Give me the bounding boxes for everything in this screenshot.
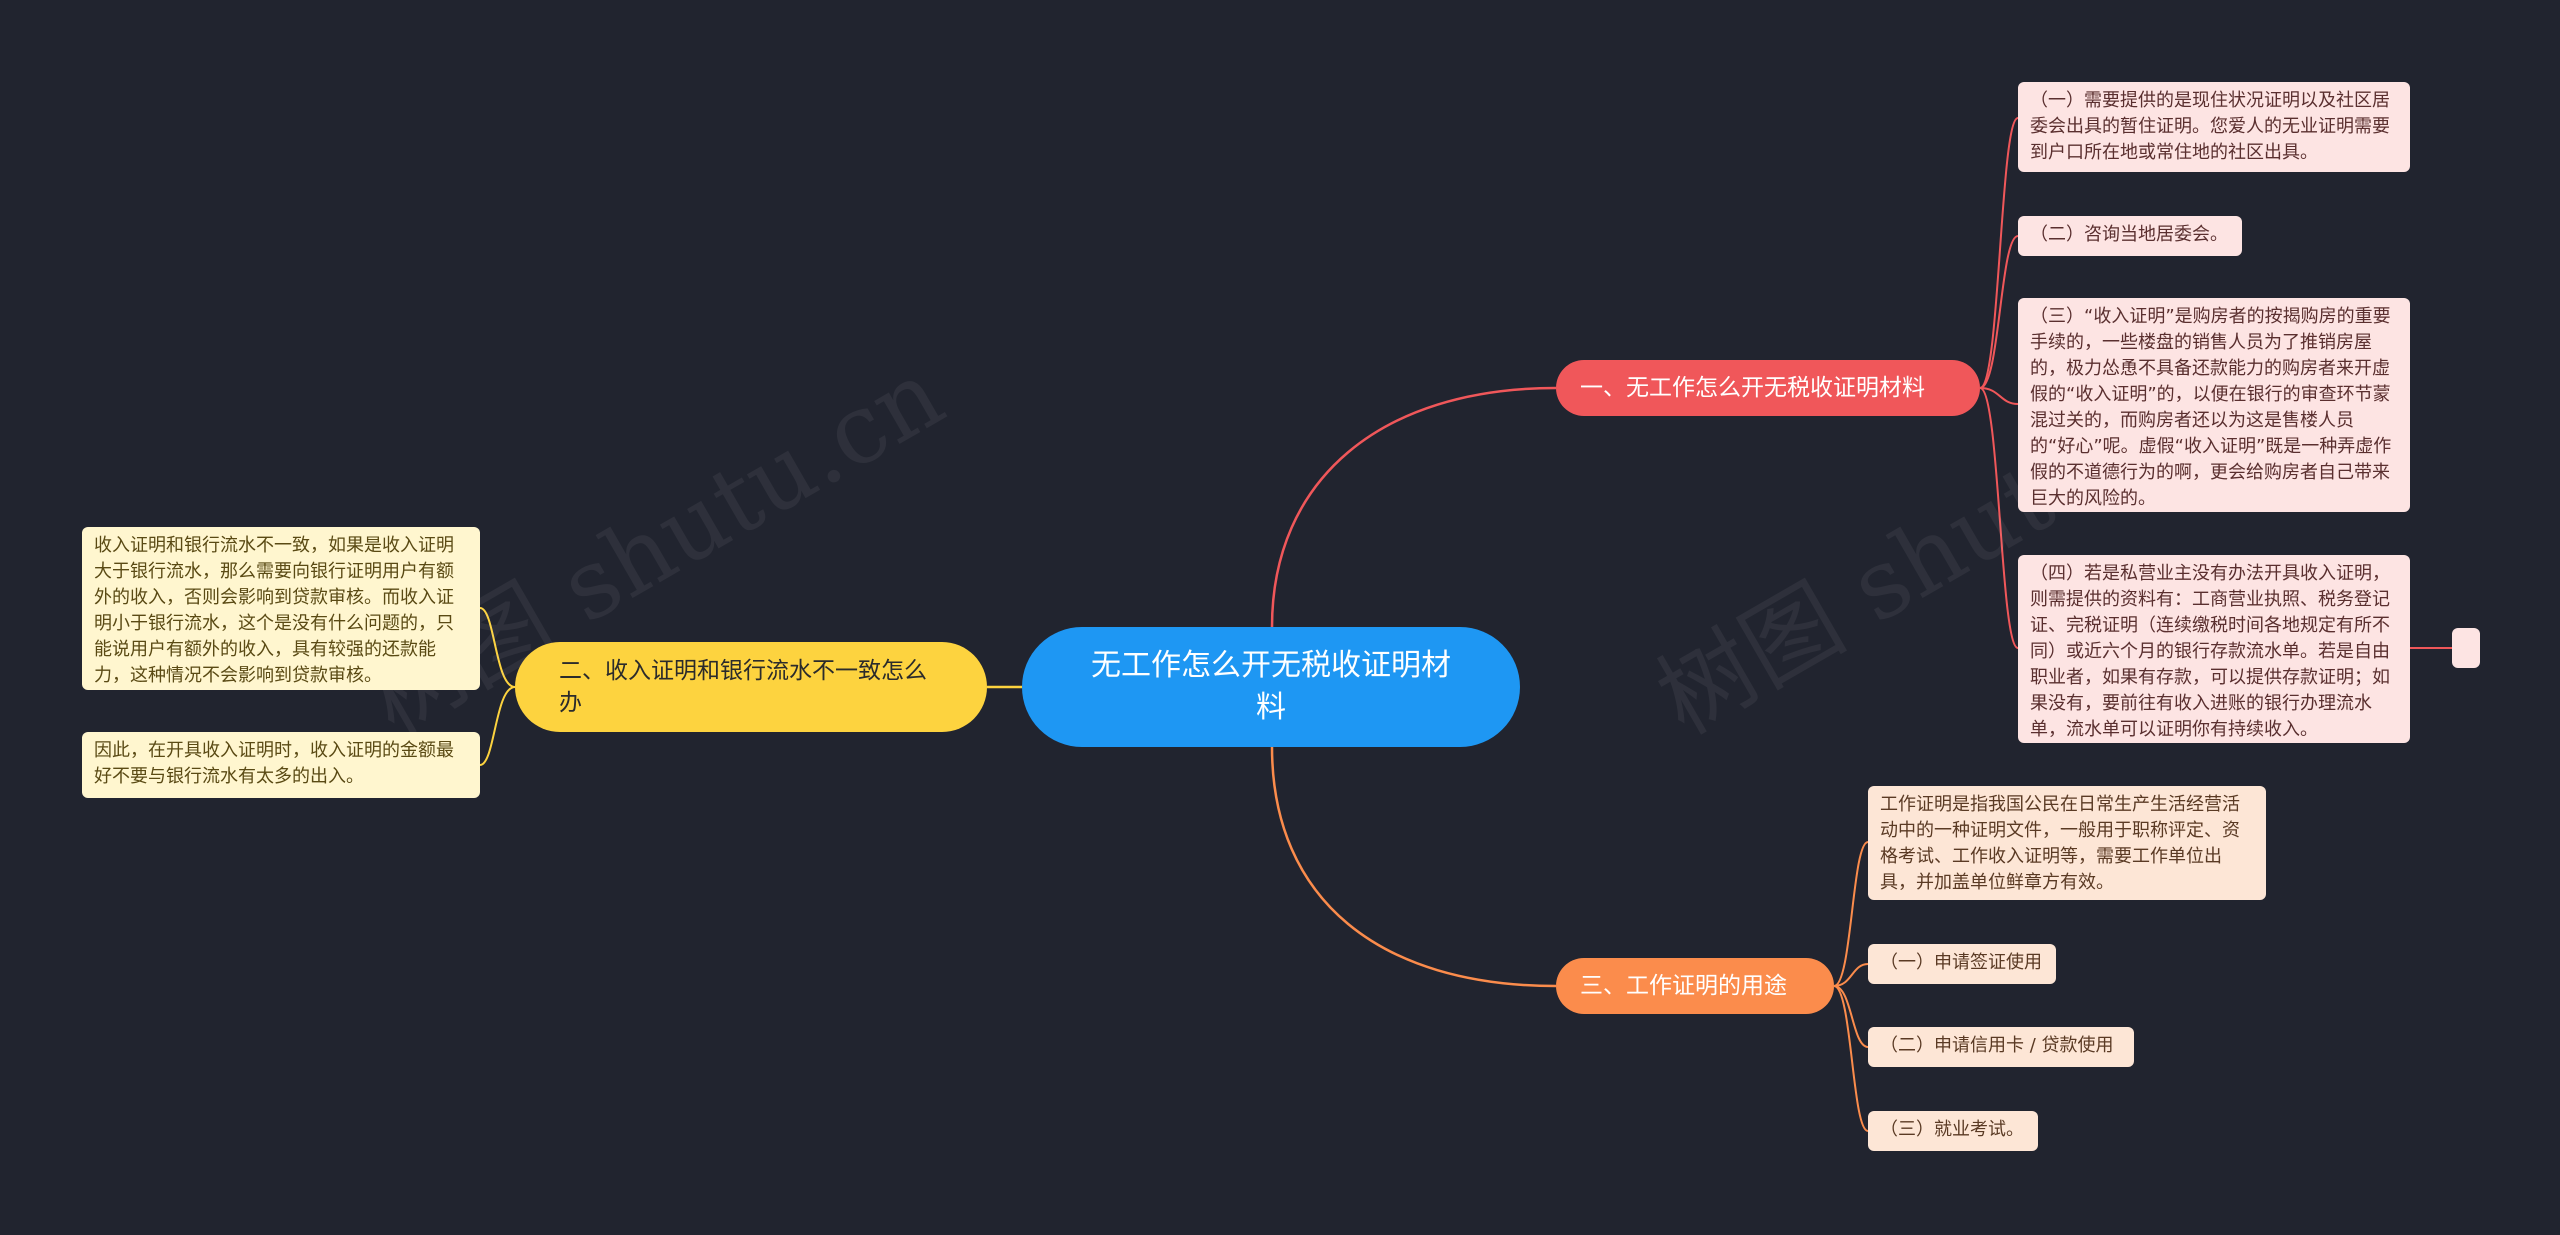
leaf-topic-b1-2[interactable]: （二）咨询当地居委会。 — [2018, 216, 2242, 256]
leaf-topic-text: （四）若是私营业主没有办法开具收入证明，则需提供的资料有：工商营业执照、税务登记… — [2030, 563, 2390, 740]
leaf-topic-text: （一）需要提供的是现住状况证明以及社区居委会出具的暂住证明。您爱人的无业证明需要… — [2030, 90, 2390, 163]
link-b2-leaf1 — [479, 607, 516, 688]
branch-topic-1[interactable]: 一、无工作怎么开无税收证明材料 — [1556, 360, 1980, 416]
link-b1-leaf3 — [1979, 387, 2019, 405]
leaf-topic-b2-1[interactable]: 收入证明和银行流水不一致，如果是收入证明大于银行流水，那么需要向银行证明用户有额… — [82, 527, 480, 690]
leaf-topic-text: （二）咨询当地居委会。 — [2030, 224, 2228, 245]
leaf-topic-text: 收入证明和银行流水不一致，如果是收入证明大于银行流水，那么需要向银行证明用户有额… — [94, 535, 454, 686]
leaf-topic-b1-3[interactable]: （三）“收入证明”是购房者的按揭购房的重要手续的，一些楼盘的销售人员为了推销房屋… — [2018, 298, 2410, 512]
link-center-b3 — [1270, 746, 1557, 988]
leaf-topic-text: （一）申请签证使用 — [1880, 952, 2042, 973]
leaf-topic-b3-1[interactable]: 工作证明是指我国公民在日常生产生活经营活动中的一种证明文件，一般用于职称评定、资… — [1868, 786, 2266, 900]
leaf-topic-b1-4[interactable]: （四）若是私营业主没有办法开具收入证明，则需提供的资料有：工商营业执照、税务登记… — [2018, 555, 2410, 743]
link-b3-leaf1 — [1833, 841, 1869, 987]
leaf-topic-b3-2[interactable]: （一）申请签证使用 — [1868, 944, 2056, 984]
link-center-b1 — [1270, 386, 1557, 628]
leaf-topic-text: （三）就业考试。 — [1880, 1119, 2024, 1140]
leaf-topic-text: （三）“收入证明”是购房者的按揭购房的重要手续的，一些楼盘的销售人员为了推销房屋… — [2030, 306, 2392, 509]
center-topic-label: 无工作怎么开无税收证明材料 — [1091, 648, 1451, 725]
branch-topic-label: 一、无工作怎么开无税收证明材料 — [1580, 375, 1925, 401]
link-b3-leaf3 — [1833, 985, 1869, 1048]
link-b1-leaf1 — [1979, 117, 2019, 389]
branch-topic-2[interactable]: 二、收入证明和银行流水不一致怎么办 — [515, 642, 987, 732]
link-b2-leaf2 — [479, 686, 516, 766]
branch-topic-label: 三、工作证明的用途 — [1580, 973, 1787, 999]
branch-topic-3[interactable]: 三、工作证明的用途 — [1556, 958, 1834, 1014]
leaf-topic-b1-4-child[interactable] — [2452, 628, 2480, 668]
link-b1-leaf4 — [1979, 387, 2019, 649]
leaf-topic-b3-3[interactable]: （二）申请信用卡 / 贷款使用 — [1868, 1027, 2134, 1067]
center-topic[interactable]: 无工作怎么开无税收证明材料 — [1022, 627, 1520, 747]
link-b3-leaf2 — [1833, 963, 1869, 987]
link-b1-leaf2 — [1979, 235, 2019, 389]
leaf-topic-text: 因此，在开具收入证明时，收入证明的金额最好不要与银行流水有太多的出入。 — [94, 740, 454, 787]
leaf-topic-b2-2[interactable]: 因此，在开具收入证明时，收入证明的金额最好不要与银行流水有太多的出入。 — [82, 732, 480, 798]
branch-topic-label: 二、收入证明和银行流水不一致怎么办 — [559, 658, 927, 716]
leaf-topic-text: 工作证明是指我国公民在日常生产生活经营活动中的一种证明文件，一般用于职称评定、资… — [1880, 794, 2240, 893]
link-b3-leaf4 — [1833, 985, 1869, 1132]
leaf-topic-b1-1[interactable]: （一）需要提供的是现住状况证明以及社区居委会出具的暂住证明。您爱人的无业证明需要… — [2018, 82, 2410, 172]
leaf-topic-b3-4[interactable]: （三）就业考试。 — [1868, 1111, 2038, 1151]
leaf-topic-text: （二）申请信用卡 / 贷款使用 — [1880, 1035, 2114, 1056]
